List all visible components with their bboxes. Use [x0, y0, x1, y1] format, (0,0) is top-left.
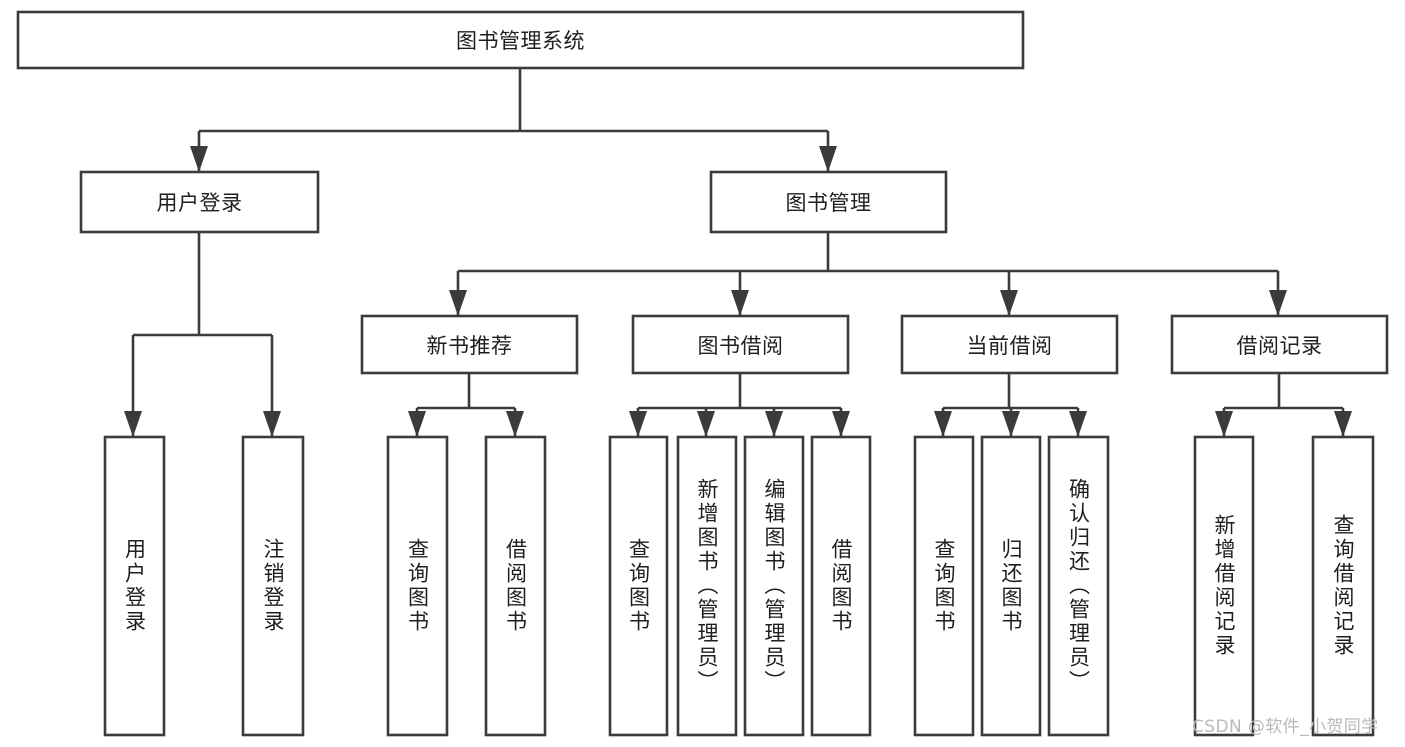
leaf-leaf-query-book-cur[interactable]: [913, 435, 975, 737]
leaf-leaf-add-book[interactable]: [676, 435, 738, 737]
leaf-leaf-user-logout[interactable]: [241, 435, 305, 737]
box-layer: [16, 10, 1389, 737]
leaf-leaf-confirm-return[interactable]: [1047, 435, 1110, 737]
node-borrow-record[interactable]: [1170, 314, 1389, 375]
arrow-head-icon: [124, 411, 142, 437]
leaf-leaf-query-book-borrow[interactable]: [608, 435, 669, 737]
arrow-head-icon: [934, 411, 952, 437]
node-user-login[interactable]: [79, 170, 320, 234]
node-root[interactable]: [16, 10, 1025, 70]
arrow-head-icon: [765, 411, 783, 437]
leaf-leaf-add-record[interactable]: [1193, 435, 1255, 737]
leaf-leaf-borrow-book[interactable]: [810, 435, 872, 737]
node-current-borrow[interactable]: [900, 314, 1119, 375]
leaf-leaf-query-book-rec[interactable]: [386, 435, 449, 737]
arrow-head-icon: [190, 146, 208, 172]
node-book-borrow[interactable]: [631, 314, 850, 375]
csdn-watermark: CSDN @软件_小贺同学: [1192, 717, 1379, 737]
arrow-head-icon: [506, 411, 524, 437]
arrow-head-icon: [449, 290, 467, 316]
arrow-head-icon: [1002, 411, 1020, 437]
arrow-head-icon: [1000, 290, 1018, 316]
node-book-manage[interactable]: [709, 170, 948, 234]
leaf-leaf-user-login[interactable]: [103, 435, 166, 737]
arrow-head-icon: [1069, 411, 1087, 437]
arrow-head-icon: [832, 411, 850, 437]
leaf-leaf-edit-book[interactable]: [743, 435, 805, 737]
arrow-head-icon: [1215, 411, 1233, 437]
connector-layer: [124, 68, 1352, 437]
arrow-head-icon: [1269, 290, 1287, 316]
node-new-book-rec[interactable]: [360, 314, 579, 375]
leaf-leaf-return-book[interactable]: [980, 435, 1042, 737]
leaf-leaf-borrow-book-rec[interactable]: [484, 435, 547, 737]
arrow-head-icon: [629, 411, 647, 437]
arrow-head-icon: [819, 146, 837, 172]
arrow-head-icon: [1334, 411, 1352, 437]
arrow-head-icon: [408, 411, 426, 437]
arrow-head-icon: [697, 411, 715, 437]
leaf-leaf-query-record[interactable]: [1311, 435, 1375, 737]
arrow-head-icon: [263, 411, 281, 437]
arrow-head-icon: [731, 290, 749, 316]
